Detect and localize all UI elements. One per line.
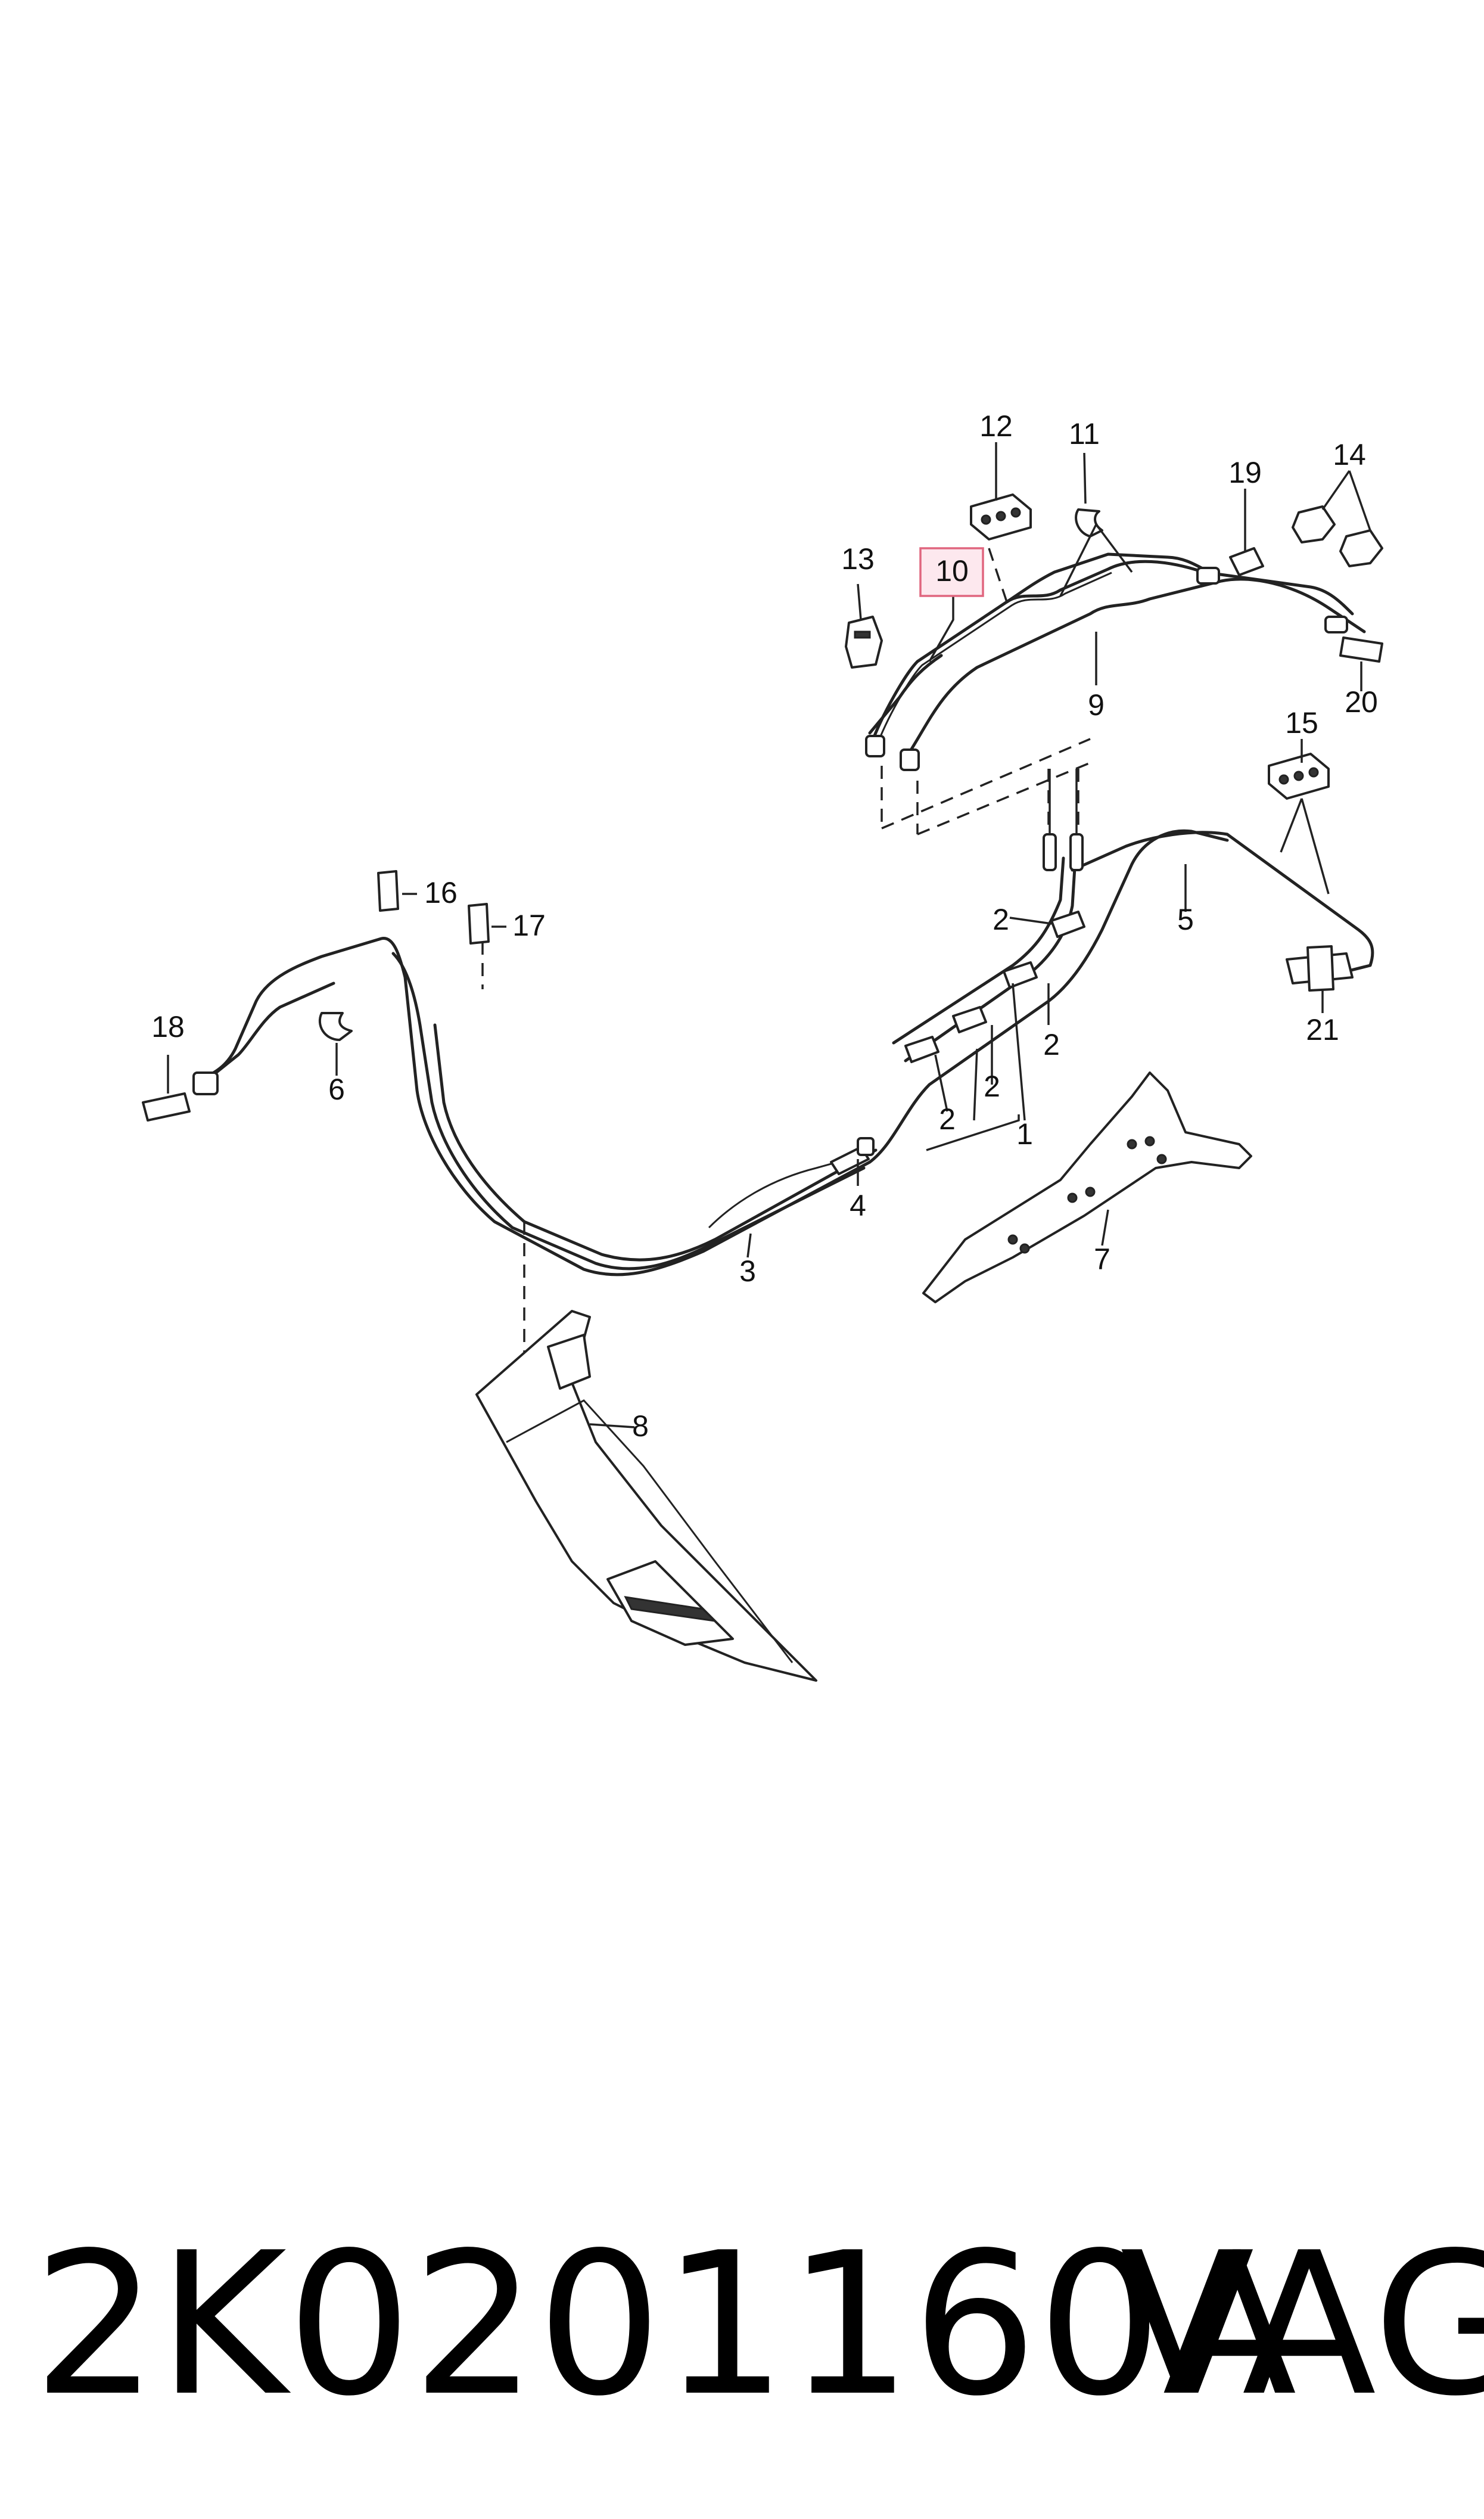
clip-6 — [318, 1012, 353, 1041]
callout-4: 4 — [850, 1189, 866, 1222]
hose-ends — [1043, 769, 1084, 871]
alignment-lines-upper — [881, 548, 1091, 835]
bracket-7 — [922, 1071, 1252, 1303]
callout-8: 8 — [632, 1409, 649, 1443]
callout-18: 18 — [151, 1010, 185, 1043]
sleeve-19 — [1229, 547, 1264, 576]
callout-11: 11 — [1069, 417, 1100, 451]
pipe-left-end — [142, 981, 335, 1122]
connector-21 — [1286, 945, 1354, 992]
pipe-end-fitting — [1324, 616, 1348, 633]
clip-11 — [1075, 508, 1103, 538]
sleeve-16 — [377, 870, 399, 912]
callout-12: 12 — [979, 409, 1013, 443]
sleeve-20 — [1339, 636, 1383, 663]
upper-fuel-lines — [865, 552, 1366, 771]
callout-21: 21 — [1306, 1013, 1339, 1046]
callout-9: 9 — [1088, 688, 1105, 722]
callout-2-d: 2 — [939, 1102, 956, 1136]
connector-4 — [830, 1137, 875, 1175]
callout-20: 20 — [1345, 685, 1378, 719]
sleeve-17 — [468, 903, 490, 945]
brand-label: VAG — [1120, 2210, 1484, 2439]
pipe-end-fitting — [865, 735, 885, 757]
pipe-end-fitting — [1196, 567, 1220, 585]
heat-shield-8 — [475, 1310, 817, 1682]
callout-19: 19 — [1228, 456, 1262, 489]
clip-12 — [970, 493, 1032, 541]
callout-10: 10 — [935, 554, 969, 588]
callout-2-b: 2 — [1043, 1028, 1060, 1061]
highlight-box-10 — [919, 547, 984, 597]
callout-6: 6 — [328, 1073, 345, 1106]
clip-13 — [845, 616, 883, 669]
callout-15: 15 — [1285, 706, 1318, 740]
part-number: 2K0201160A — [33, 2210, 1298, 2439]
leader-lines — [167, 442, 1371, 1428]
callout-17: 17 — [512, 909, 546, 942]
callout-1: 1 — [1016, 1117, 1033, 1151]
callout-5: 5 — [1177, 903, 1194, 936]
main-fuel-lines — [201, 829, 1374, 1276]
callout-13: 13 — [841, 542, 875, 576]
callout-16: 16 — [424, 876, 458, 909]
callout-2-a: 2 — [993, 903, 1009, 936]
clip-15 — [1268, 753, 1330, 800]
clip-14 — [1292, 505, 1383, 567]
callout-7: 7 — [1094, 1243, 1110, 1276]
callout-labels: 12 11 13 10 19 14 20 9 15 5 21 2 2 2 2 1… — [151, 409, 1378, 1443]
callout-3: 3 — [739, 1254, 756, 1288]
callout-14: 14 — [1333, 438, 1366, 471]
pipe-end-fitting — [900, 748, 920, 771]
clamps-2 — [904, 911, 1085, 1063]
callout-2-c: 2 — [984, 1070, 1000, 1103]
